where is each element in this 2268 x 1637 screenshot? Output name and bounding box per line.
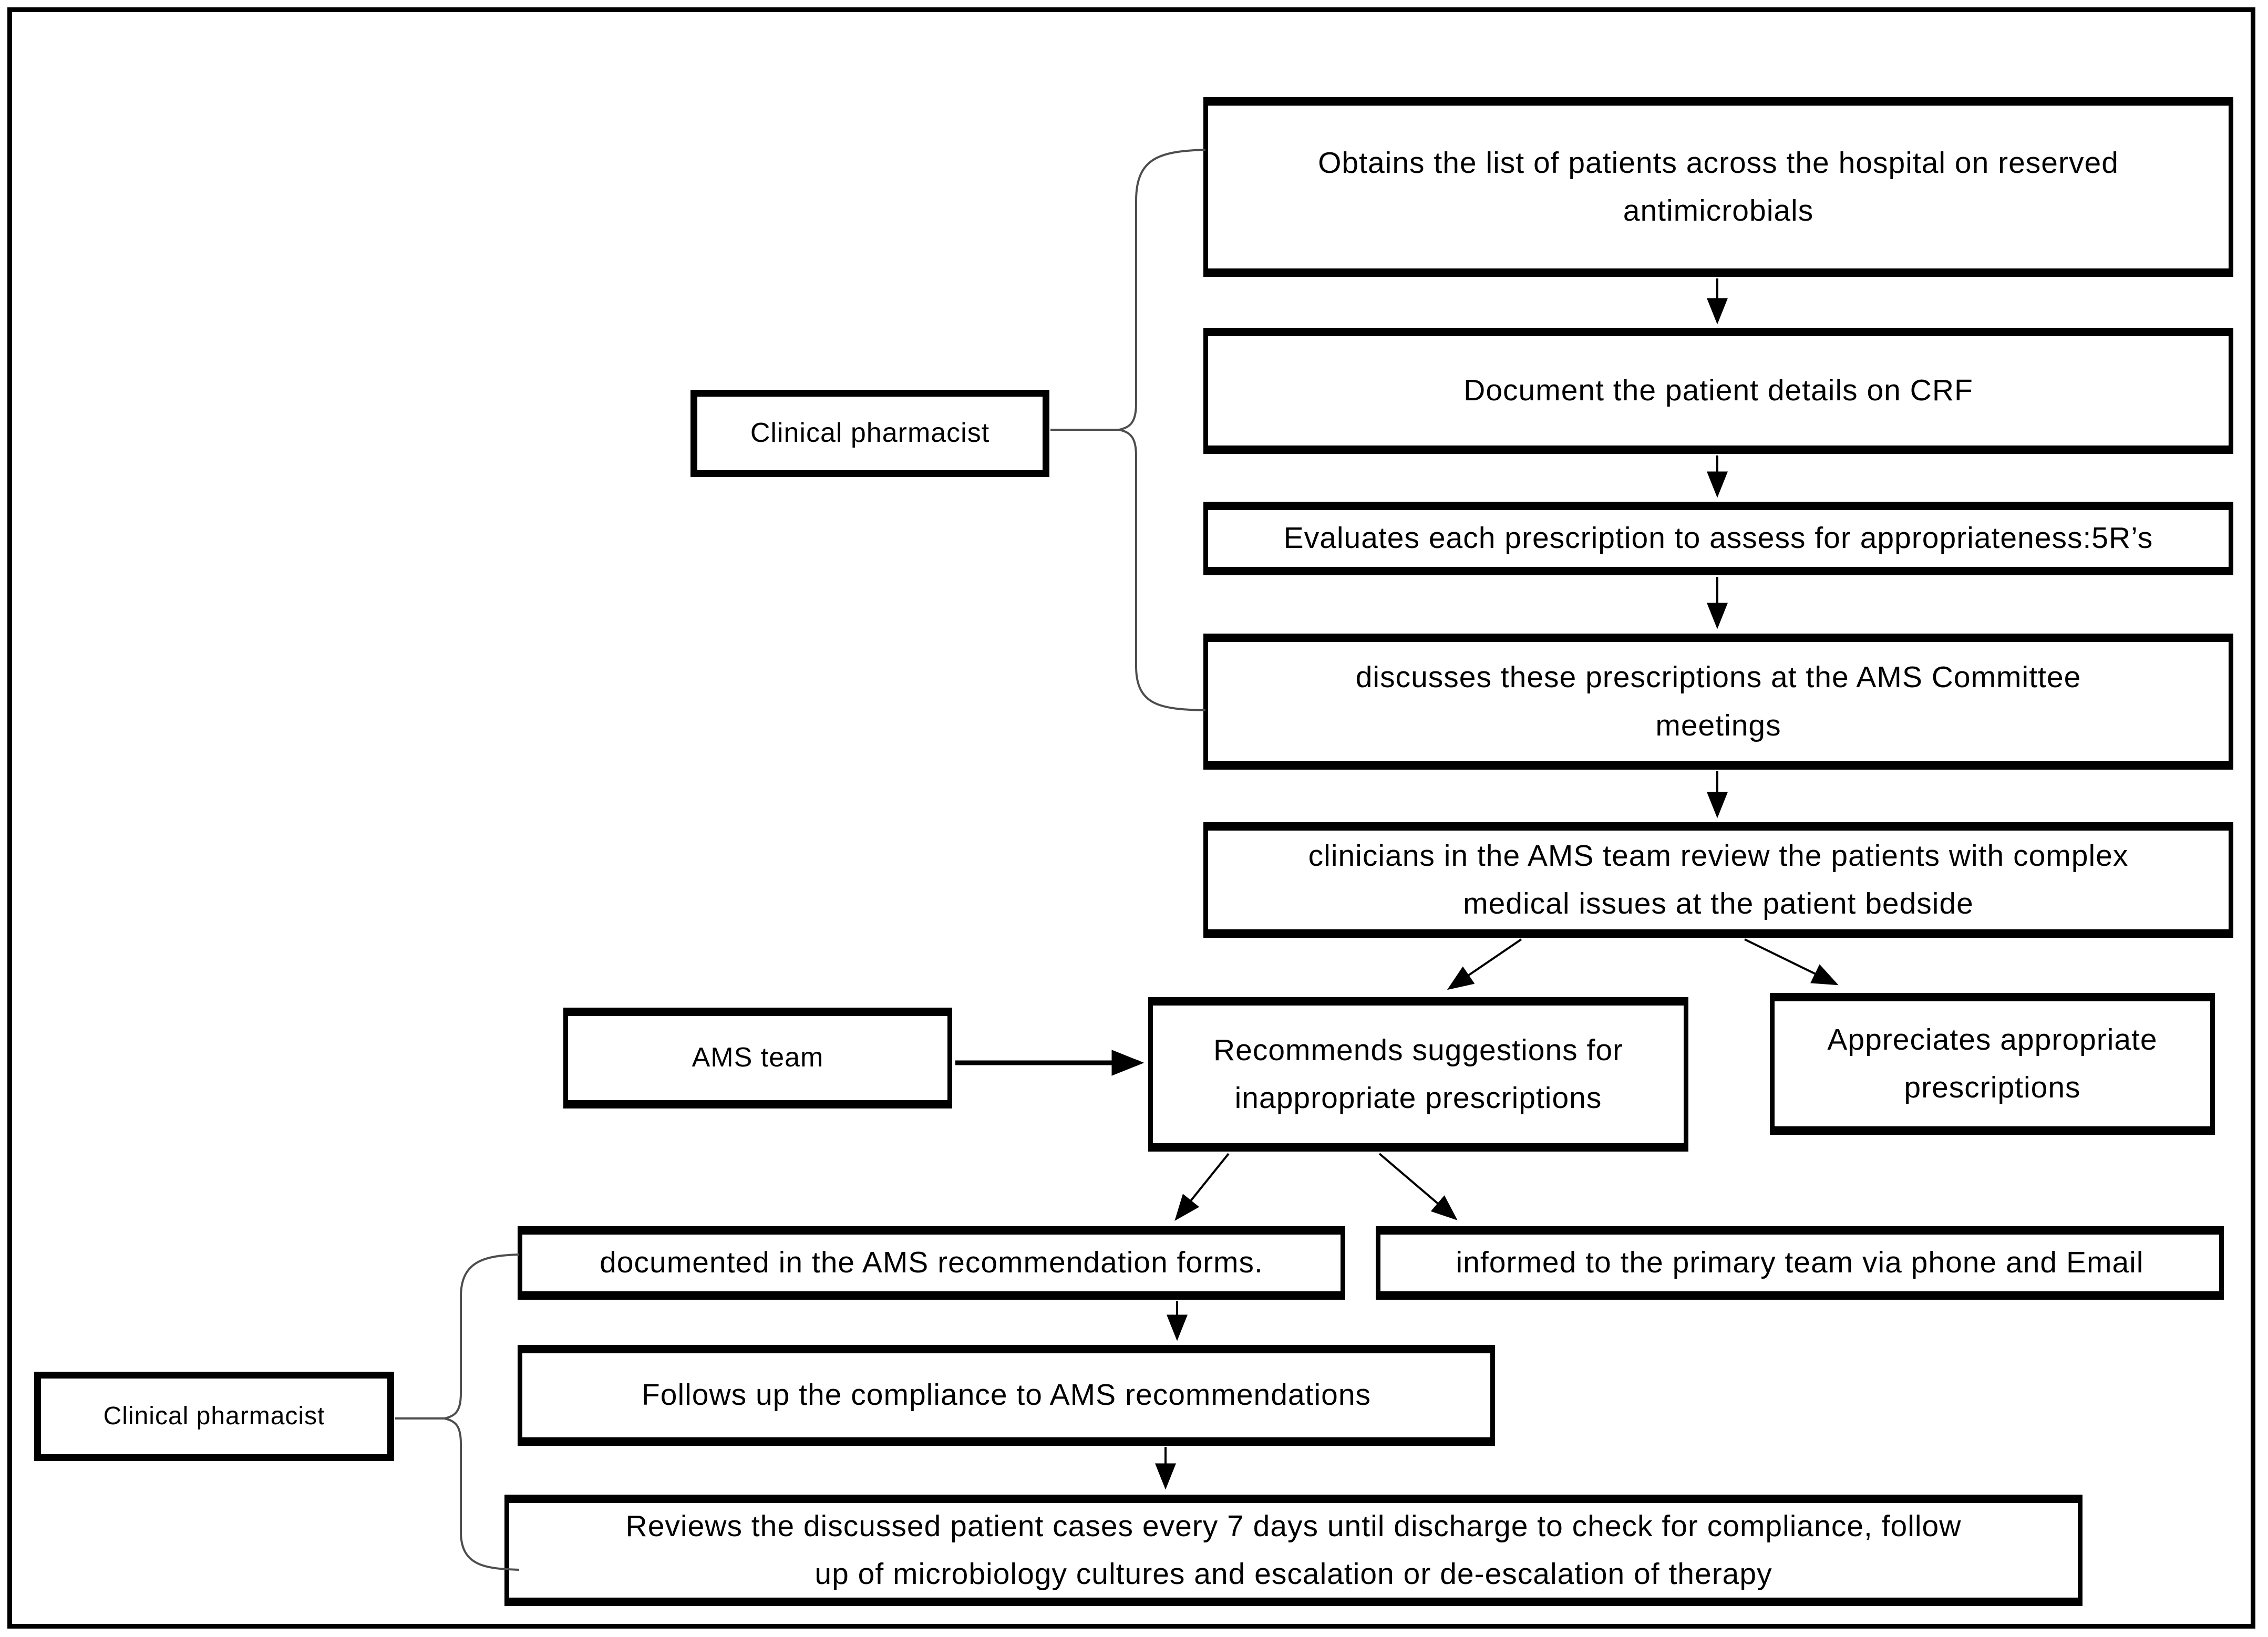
node-clinical-pharmacist-bottom: Clinical pharmacist — [34, 1372, 394, 1461]
node-ams-team: AMS team — [563, 1008, 952, 1108]
outer-border — [7, 7, 2255, 1629]
node-documented-forms: documented in the AMS recommendation for… — [518, 1226, 1345, 1300]
node-discusses-ams-committee: discusses these prescriptions at the AMS… — [1203, 634, 2233, 770]
node-obtains-patient-list: Obtains the list of patients across the … — [1203, 97, 2233, 277]
node-informed-primary-team: informed to the primary team via phone a… — [1376, 1226, 2224, 1300]
node-clinical-pharmacist-top: Clinical pharmacist — [690, 390, 1049, 477]
node-document-crf: Document the patient details on CRF — [1203, 328, 2233, 454]
node-follows-up-compliance: Follows up the compliance to AMS recomme… — [518, 1345, 1495, 1446]
node-evaluates-prescription: Evaluates each prescription to assess fo… — [1203, 502, 2233, 575]
node-reviews-7-days: Reviews the discussed patient cases ever… — [504, 1495, 2083, 1606]
node-clinicians-review-bedside: clinicians in the AMS team review the pa… — [1203, 822, 2233, 938]
node-appreciates-prescriptions: Appreciates appropriate prescriptions — [1770, 993, 2215, 1135]
node-recommends-suggestions: Recommends suggestions for inappropriate… — [1148, 997, 1688, 1152]
